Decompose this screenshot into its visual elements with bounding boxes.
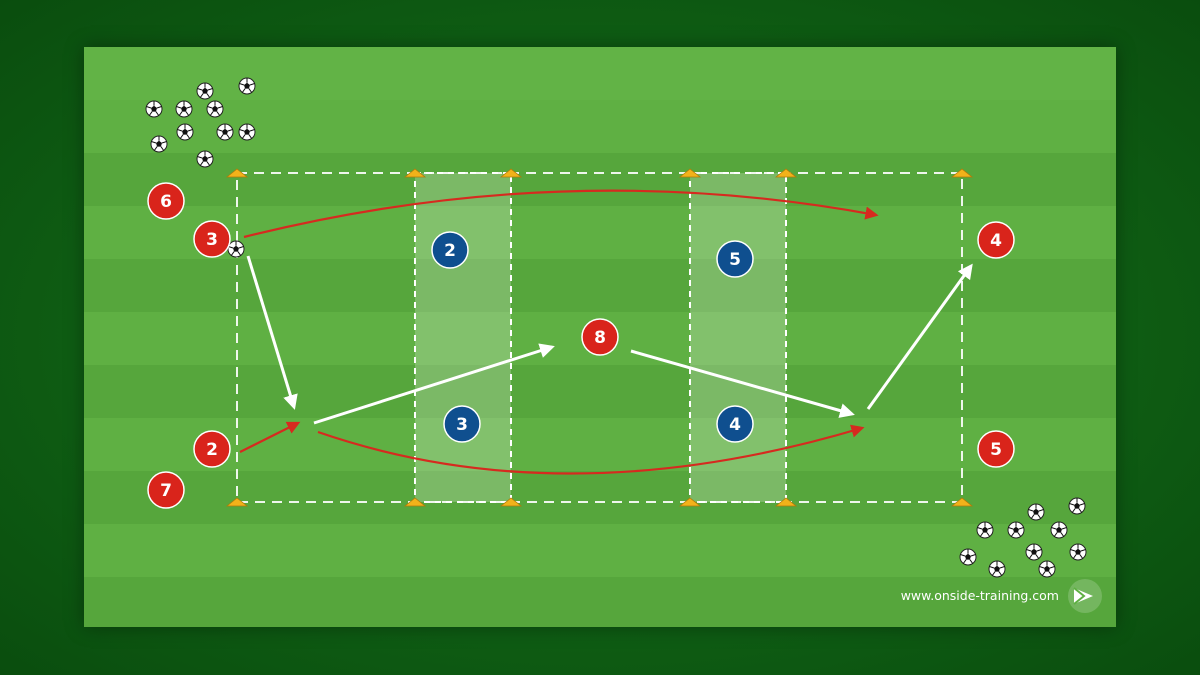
player-runs [239, 189, 879, 475]
pass-arrow-4 [866, 263, 973, 410]
player-number: 2 [444, 241, 456, 261]
website-label[interactable]: www.onside-training.com [901, 588, 1059, 603]
red-player-7: 7 [147, 471, 185, 509]
red-player-6: 6 [147, 182, 185, 220]
soccer-ball-icon [1007, 521, 1025, 539]
training-pitch: 6 3 2 7 8 [84, 47, 1116, 627]
blue-team: 2 3 5 4 [431, 231, 754, 443]
soccer-ball-icon [150, 135, 168, 153]
onside-logo-icon [1068, 579, 1102, 613]
soccer-ball-icon [206, 100, 224, 118]
run-arrow-top [243, 189, 879, 239]
player-number: 5 [990, 440, 1002, 460]
player-number: 3 [206, 230, 218, 250]
soccer-ball-icon [1069, 543, 1087, 561]
player-number: 4 [729, 415, 741, 435]
soccer-ball-icon [196, 150, 214, 168]
soccer-ball-icon [988, 560, 1006, 578]
soccer-ball-icon [1068, 497, 1086, 515]
soccer-ball-icon [959, 548, 977, 566]
soccer-ball-icon [1025, 543, 1043, 561]
red-player-8: 8 [581, 318, 619, 356]
soccer-ball-icon [175, 100, 193, 118]
soccer-ball-icon [216, 123, 234, 141]
channel-zones [414, 172, 787, 503]
pass-arrow-2 [313, 343, 555, 425]
soccer-ball-icon [1038, 560, 1056, 578]
soccer-ball-icon [1050, 521, 1068, 539]
player-number: 4 [990, 231, 1002, 251]
red-player-2: 2 [193, 430, 231, 468]
run-arrow-short [239, 421, 301, 453]
player-number: 2 [206, 440, 218, 460]
red-player-3: 3 [193, 220, 231, 258]
red-player-5: 5 [977, 430, 1015, 468]
blue-player-5: 5 [716, 240, 754, 278]
soccer-ball-icon [238, 77, 256, 95]
blue-player-4: 4 [716, 405, 754, 443]
soccer-ball-icon [145, 100, 163, 118]
player-number: 8 [594, 328, 606, 348]
soccer-ball-icon [196, 82, 214, 100]
blue-player-3: 3 [443, 405, 481, 443]
player-number: 3 [456, 415, 468, 435]
soccer-ball-icon [1027, 503, 1045, 521]
pass-arrow-1 [246, 255, 298, 410]
blue-player-2: 2 [431, 231, 469, 269]
area-boundary [236, 172, 963, 503]
red-team: 6 3 2 7 8 [147, 182, 1015, 509]
red-player-4: 4 [977, 221, 1015, 259]
soccer-ball-icon [238, 123, 256, 141]
pass-arrow-3 [630, 349, 855, 418]
passes [246, 255, 973, 425]
right-channel-zone [689, 172, 787, 503]
player-number: 7 [160, 481, 172, 501]
left-channel-zone [414, 172, 512, 503]
player-number: 6 [160, 192, 172, 212]
pitch-svg: 6 3 2 7 8 [84, 47, 1116, 627]
soccer-ball-icon [227, 240, 245, 258]
soccer-ball-icon [176, 123, 194, 141]
run-arrow-bottom [317, 424, 865, 475]
player-number: 5 [729, 250, 741, 270]
soccer-ball-icon [976, 521, 994, 539]
